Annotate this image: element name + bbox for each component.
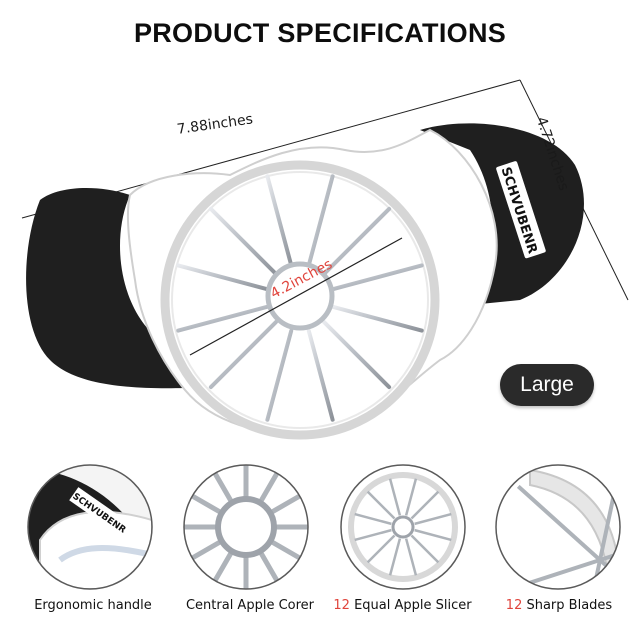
slicer-blades <box>176 174 424 422</box>
blade-spoke <box>265 328 294 422</box>
blade-spoke <box>404 538 418 576</box>
blade-spoke <box>414 512 452 526</box>
feature-label: Sharp Blades <box>522 598 613 613</box>
feature-number: 12 <box>505 598 523 613</box>
blade-spoke <box>176 304 270 333</box>
blade-spoke <box>330 304 424 333</box>
blade-spoke <box>322 320 392 390</box>
blade-spoke <box>265 174 294 268</box>
blade-spoke <box>410 490 440 520</box>
feature-slicer-image <box>341 465 465 589</box>
right-handle <box>420 123 584 305</box>
feature-label: Central Apple Corer <box>185 598 315 613</box>
blade-spoke <box>330 263 424 292</box>
blade-spoke <box>354 512 392 526</box>
feature-caption-blades: 12 Sharp Blades <box>484 598 634 613</box>
diameter-dimension-line <box>189 237 403 356</box>
blade-spoke <box>598 558 620 589</box>
blade-spoke <box>388 478 402 516</box>
blade-spoke <box>404 478 418 516</box>
feature-caption-handle: Ergonomic handle <box>18 598 168 613</box>
feature-corer-image <box>184 465 308 589</box>
blade-spoke <box>354 528 392 542</box>
blade-spoke <box>516 484 602 562</box>
feature-label: Ergonomic handle <box>34 598 152 613</box>
feature-ergonomic-handle-image: SCHVUBENR <box>28 465 152 589</box>
size-badge: Large <box>500 364 594 406</box>
feature-caption-slicer: 12 Equal Apple Slicer <box>325 598 480 613</box>
blade-spoke <box>366 490 396 520</box>
blade-spoke <box>176 263 270 292</box>
blade-spoke <box>388 538 402 576</box>
feature-caption-corer: Central Apple Corer <box>175 598 325 613</box>
feature-number: 12 <box>333 598 350 613</box>
corer-ring <box>265 261 335 331</box>
blade-spoke <box>306 328 335 422</box>
page-title: PRODUCT SPECIFICATIONS <box>133 18 507 48</box>
feature-label: Equal Apple Slicer <box>349 598 472 613</box>
blade-spoke <box>410 534 440 564</box>
blade-spoke <box>414 528 452 542</box>
blade-spoke <box>306 174 335 268</box>
blade-spoke <box>366 534 396 564</box>
left-handle <box>26 188 185 389</box>
blade-spoke <box>322 206 392 276</box>
blade-spoke <box>208 320 278 390</box>
blade-spoke <box>208 206 278 276</box>
